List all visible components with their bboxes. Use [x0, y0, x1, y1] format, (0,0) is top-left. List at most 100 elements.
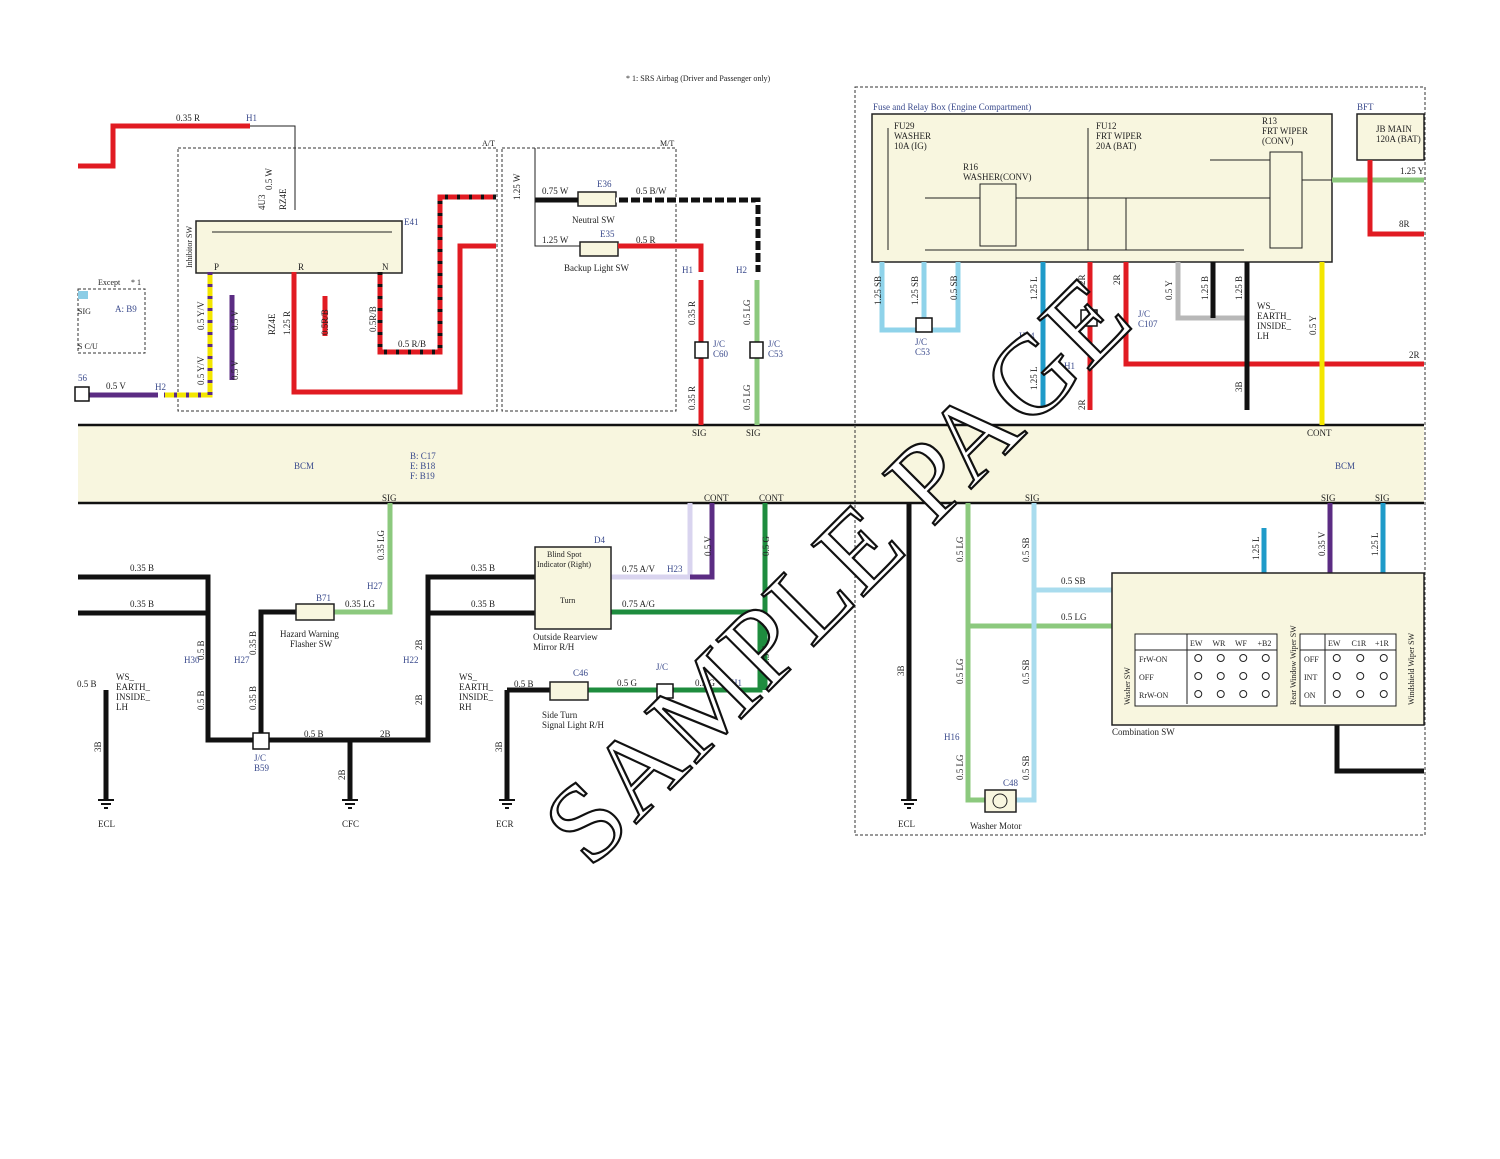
wl-2b-rot-a: 2B [414, 639, 424, 650]
sig-label-left: SIG [78, 307, 91, 316]
hazard-switch [295, 603, 335, 621]
side-label-1: Side Turn [542, 710, 578, 720]
wl-05sb-rot-a: 0.5 SB [1021, 537, 1031, 562]
wl-075w: 0.75 W [542, 186, 569, 196]
r16-label: R16 [963, 162, 979, 172]
wire-black-combo-out [1334, 725, 1424, 774]
sc-u-label: S C/U [78, 342, 98, 351]
wl-05lg-combo: 0.5 LG [1061, 612, 1087, 622]
conn-h22: H22 [403, 655, 419, 665]
washer-table-contact [1261, 690, 1270, 698]
mt-label: M/T [660, 139, 674, 148]
wl-05b-bottom: 0.5 B [304, 729, 324, 739]
wl-05yv-b: 0.5 Y/V [196, 301, 206, 330]
wl-035lg-rot: 0.35 LG [376, 530, 386, 560]
wiper-table-contact [1379, 690, 1388, 698]
wl-8r: 8R [1399, 219, 1410, 229]
washer-table-contact [1216, 690, 1225, 698]
wire-lg-washer [965, 503, 985, 803]
wl-05g-rot-a: 0.5 G [761, 536, 771, 557]
conn-h30: H30 [184, 655, 200, 665]
jc-b59-b: B59 [254, 763, 270, 773]
ws-lh-4: LH [116, 702, 128, 712]
wire-lg-hazard [334, 503, 393, 615]
wire-grey-y [1175, 262, 1247, 321]
wl-125l-combo: 1.25 L [1251, 537, 1261, 561]
conn-h2-left: H2 [155, 382, 166, 392]
side-label-2: Signal Light R/H [542, 720, 605, 730]
wl-05b-rot-b: 0.5 B [196, 690, 206, 710]
wl-05rb-4u3: 0.5R/B [320, 309, 330, 335]
wl-05sb-rot-c: 0.5 SB [1021, 755, 1031, 780]
bft-label: BFT [1357, 102, 1374, 112]
wl-4u3-top: 4U3 [257, 194, 267, 210]
r13-name: FRT WIPER [1262, 126, 1308, 136]
wl-05g-a: 0.5 G [617, 678, 638, 688]
jc-c60-a: J/C [713, 339, 725, 349]
wiper-table-row-label: ON [1304, 691, 1316, 700]
washer-table-header: EW [1190, 639, 1203, 648]
r13-label: R13 [1262, 116, 1278, 126]
fuse-box-internal-wiring [887, 128, 1332, 251]
wl-2r-right: 2R [1409, 350, 1420, 360]
bcm-sig-6: SIG [1375, 493, 1390, 503]
except-label: Except [98, 278, 121, 287]
neutral-switch [577, 191, 617, 207]
wl-125l-bottom: 1.25 L [1029, 367, 1039, 391]
jc-c53-a: J/C [768, 339, 780, 349]
bcm-sig-1: SIG [692, 428, 707, 438]
bcm-cont-1: CONT [704, 493, 729, 503]
washer-table-contact [1239, 690, 1248, 698]
conn-h1-mt: H1 [682, 265, 693, 275]
mirror-label-2: Mirror R/H [533, 642, 575, 652]
wire-black-ecr [504, 687, 550, 800]
inh-p: P [214, 262, 219, 272]
fu12-rating: 20A (BAT) [1096, 141, 1136, 151]
ws-fuse-4: LH [1257, 331, 1269, 341]
backup-switch [579, 241, 619, 257]
backup-sw-label: Backup Light SW [564, 263, 629, 273]
windshield-wiper-sw-label: Windshield Wiper SW [1407, 632, 1416, 705]
wl-05rb-rot: 0.5R/B [368, 306, 378, 332]
bcm-box [78, 425, 1424, 503]
wl-05lg-rot2: 0.5 LG [742, 384, 752, 410]
wl-rz4e-top: RZ4E [278, 188, 288, 210]
motor-icon [992, 793, 1008, 809]
washer-table-contact [1239, 672, 1248, 680]
wl-125b-a: 1.25 B [1200, 276, 1210, 300]
wl-035b-a: 0.35 B [130, 563, 154, 573]
jc-c53-box [749, 341, 764, 359]
wl-035r-rot2: 0.35 R [687, 386, 697, 410]
except-wire-stub [78, 291, 88, 299]
hazard-label-2: Flasher SW [290, 639, 333, 649]
r16-name: WASHER(CONV) [963, 172, 1032, 182]
fu29-rating: 10A (IG) [894, 141, 927, 151]
washer-motor-label: Washer Motor [970, 821, 1022, 831]
washer-sw-label: Washer SW [1123, 667, 1132, 705]
wl-05v: 0.5 V [106, 381, 126, 391]
jc-c107-box [1080, 309, 1098, 327]
wl-05b-left: 0.5 B [77, 679, 97, 689]
wire-h1-thin [250, 125, 296, 210]
conn-h16: H16 [944, 732, 960, 742]
washer-table-contact [1194, 672, 1203, 680]
ws-rh-2: EARTH_ [459, 682, 493, 692]
d4-label: D4 [594, 535, 605, 545]
mirror-label-1: Outside Rearview [533, 632, 598, 642]
wl-035v-combo: 0.35 V [1317, 531, 1327, 556]
wire-2r-right [1123, 262, 1424, 367]
jb-main-rating: 120A (BAT) [1376, 134, 1421, 144]
bcm-label-right: BCM [1335, 461, 1355, 471]
jb-main-box [1356, 113, 1425, 161]
hazard-label-1: Hazard Warning [280, 629, 339, 639]
ground-symbols [98, 799, 917, 809]
rear-wiper-sw-label: Rear Window Wiper SW [1289, 625, 1298, 705]
wl-125y: 1.25 Y [1400, 166, 1425, 176]
ws-rh-4: RH [459, 702, 472, 712]
bcm-conn-b: B: C17 [410, 451, 436, 461]
jc-c107-b: C107 [1138, 319, 1158, 329]
wire-sb-washer [1016, 503, 1037, 803]
wl-05v-cont: 0.5 V [703, 536, 713, 556]
wl-05lg-rot-c: 0.5 LG [955, 754, 965, 780]
wl-125sb-a: 1.25 SB [873, 276, 883, 305]
